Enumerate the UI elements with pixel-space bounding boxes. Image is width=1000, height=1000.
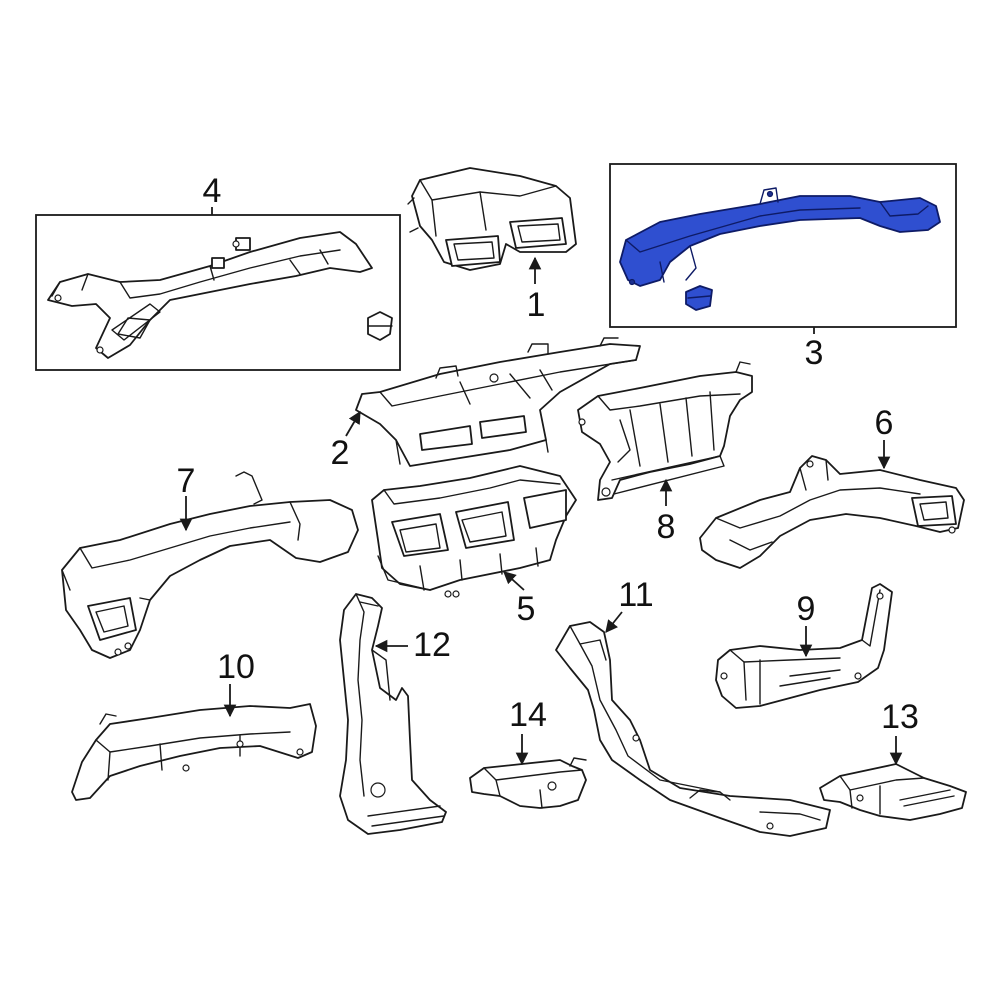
callout-10: 10 [217, 648, 255, 686]
callout-12: 12 [413, 626, 451, 664]
part-8-blower[interactable] [577, 361, 753, 501]
callout-8: 8 [657, 508, 676, 546]
leader-5 [503, 571, 525, 591]
callout-4: 4 [203, 172, 222, 210]
part-14-duct[interactable] [469, 757, 587, 809]
leader-11 [605, 611, 623, 633]
part-7-duct[interactable] [61, 471, 359, 659]
part-12-duct[interactable] [339, 593, 447, 835]
part-1-nozzle[interactable] [407, 167, 577, 271]
callout-2: 2 [331, 434, 350, 472]
part-3-box [609, 163, 957, 328]
leader-2 [345, 410, 361, 437]
callout-1: 1 [527, 286, 546, 324]
part-13-duct[interactable] [819, 763, 967, 821]
part-4-box [35, 214, 401, 371]
callout-3: 3 [805, 334, 824, 372]
part-5-case[interactable] [371, 465, 577, 598]
part-4-clip[interactable] [367, 311, 393, 341]
callout-11: 11 [618, 576, 653, 614]
callout-6: 6 [875, 404, 894, 442]
part-2-housing[interactable] [355, 337, 641, 467]
callout-7: 7 [177, 462, 196, 500]
part-3-duct[interactable] [619, 187, 941, 287]
part-3-clip[interactable] [685, 285, 713, 311]
callout-14: 14 [509, 696, 547, 734]
part-11-duct[interactable] [555, 621, 831, 837]
callout-13: 13 [881, 698, 919, 736]
part-4-duct[interactable] [47, 231, 373, 359]
part-9-duct[interactable] [715, 583, 893, 709]
part-6-duct[interactable] [699, 455, 965, 569]
callout-9: 9 [797, 590, 816, 628]
part-10-duct[interactable] [71, 703, 317, 801]
callout-5: 5 [517, 590, 536, 628]
